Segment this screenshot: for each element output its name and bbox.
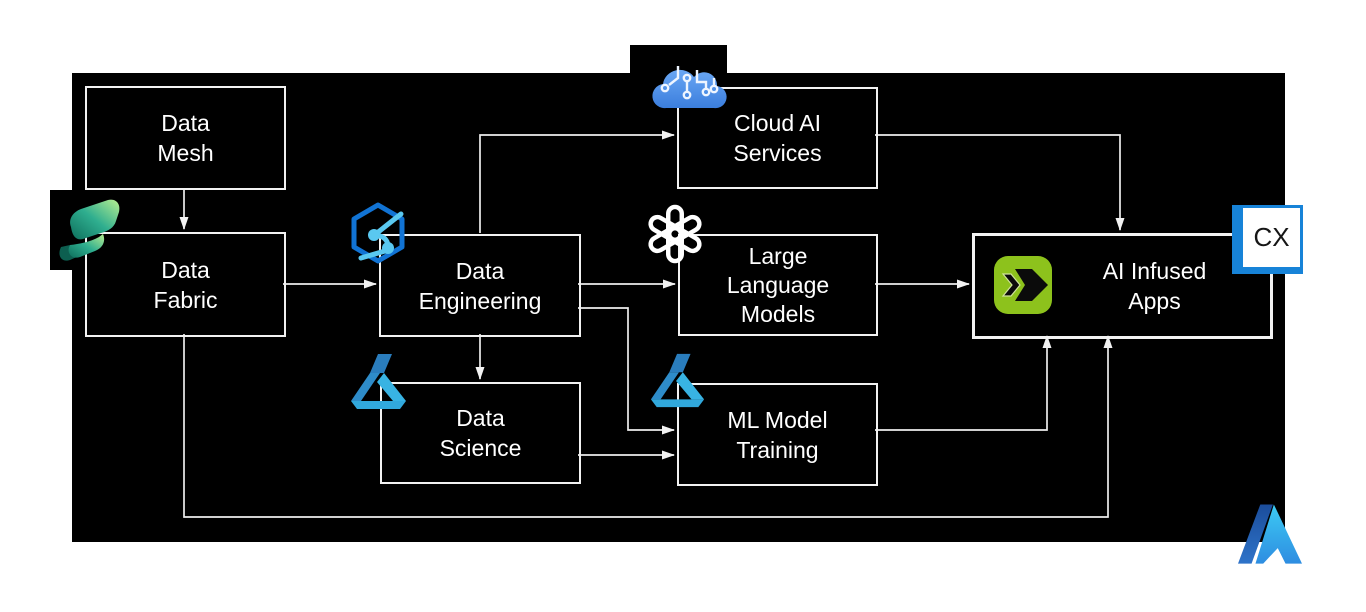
openai-icon: [646, 204, 704, 264]
node-label: Cloud AI Services: [733, 110, 822, 166]
node-ml-model-training: ML Model Training: [677, 383, 878, 486]
node-label: ML Model Training: [727, 406, 828, 463]
azure-synapse-icon: [347, 202, 409, 264]
node-data-engineering: Data Engineering: [379, 234, 581, 337]
node-label: Data Science: [439, 405, 522, 461]
cx-badge: CX: [1232, 205, 1303, 274]
node-label: Data Fabric: [153, 256, 218, 313]
ai-cloud-circuit-icon: [644, 58, 740, 110]
node-cloud-ai-services: Cloud AI Services: [677, 87, 878, 189]
node-ai-infused-apps: AI Infused Apps: [972, 233, 1273, 339]
ai-apps-chevron-icon: [993, 255, 1053, 315]
microsoft-fabric-icon: [54, 197, 124, 265]
cx-badge-label: CX: [1243, 208, 1300, 267]
node-large-language-models: Large Language Models: [678, 234, 878, 336]
node-data-science: Data Science: [380, 382, 581, 484]
node-label: Data Mesh: [157, 110, 214, 166]
node-data-mesh: Data Mesh: [85, 86, 286, 190]
node-label: Large Language Models: [726, 242, 830, 327]
node-label: Data Engineering: [418, 257, 542, 314]
azure-logo-icon: [1238, 501, 1302, 568]
node-label: AI Infused Apps: [1102, 258, 1207, 314]
azure-machine-learning-icon: [649, 351, 707, 411]
azure-machine-learning-icon: [349, 351, 409, 413]
node-data-fabric: Data Fabric: [85, 232, 286, 337]
